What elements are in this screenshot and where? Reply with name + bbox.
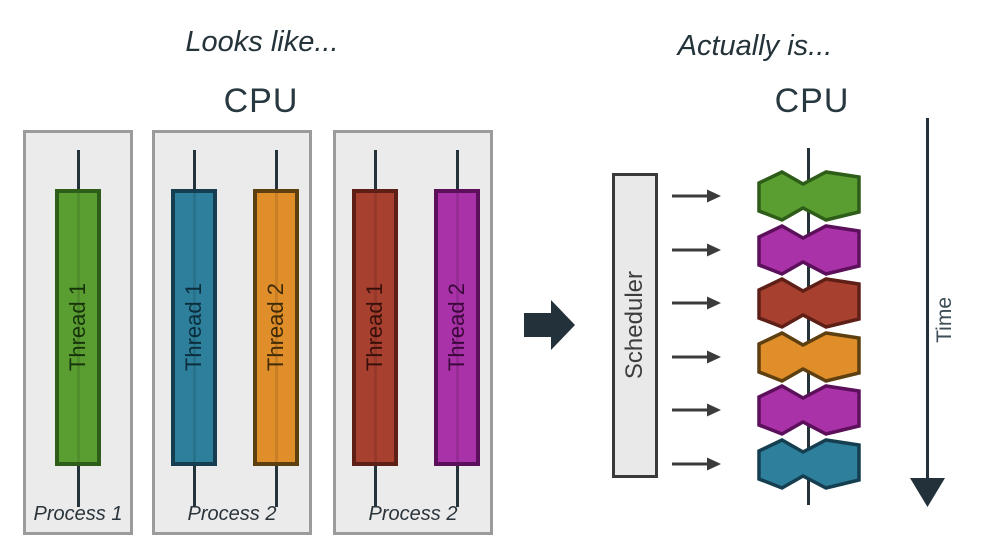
process-box: Thread 1 Process 1 (23, 130, 133, 535)
thread-column: Thread 1 (171, 133, 217, 513)
right-section-title: Actually is... (677, 30, 833, 62)
scheduler-arrow-icon (672, 403, 721, 417)
thread-line-bottom (76, 466, 80, 507)
thread-label: Thread 1 (362, 283, 387, 372)
thread-bar: Thread 1 (171, 189, 217, 466)
thread-line-top (274, 150, 278, 189)
thread-line-top (455, 150, 459, 189)
time-slice-orange (757, 330, 861, 383)
thread-label: Thread 1 (181, 283, 206, 372)
thread-column: Thread 1 (352, 133, 398, 513)
scheduler-arrow-icon (672, 457, 721, 470)
thread-label: Thread 1 (65, 283, 90, 372)
time-slice-red (757, 277, 861, 329)
process-label: Process 1 (33, 503, 123, 525)
thread-line-bottom (192, 466, 196, 507)
thread-line-bottom (274, 466, 278, 507)
thread-column: Thread 2 (434, 133, 480, 513)
cpu-timeline-line (807, 148, 810, 505)
thread-line-top (373, 150, 377, 189)
scheduler-arrow-icon (672, 243, 721, 256)
thread-bar: Thread 1 (352, 189, 398, 466)
thread-line-bottom (373, 466, 377, 507)
process-label: Process 2 (187, 503, 277, 525)
thread-column: Thread 2 (253, 133, 299, 513)
left-section-title: Looks like... (185, 26, 339, 58)
thread-label: Thread 2 (444, 283, 469, 372)
time-arrow-icon (910, 118, 945, 507)
time-slice-blue (757, 437, 861, 490)
process-box: Thread 1 Thread 2 Process 2 (152, 130, 312, 535)
scheduler-label: Scheduler (621, 271, 648, 380)
time-label-wrap: Time (933, 285, 957, 355)
transform-arrow-icon (524, 300, 575, 350)
thread-bar: Thread 2 (253, 189, 299, 466)
thread-line-bottom (455, 466, 459, 507)
time-label: Time (933, 297, 956, 343)
thread-bar: Thread 1 (55, 189, 101, 466)
cpu-label-right: CPU (774, 82, 850, 120)
time-slice-magenta (757, 223, 861, 276)
process-box: Thread 1 Thread 2 Process 2 (333, 130, 493, 535)
scheduler-box: Scheduler (612, 173, 658, 478)
time-slice-magenta (757, 384, 861, 436)
thread-line-top (76, 150, 80, 189)
thread-bar: Thread 2 (434, 189, 480, 466)
thread-column: Thread 1 (55, 133, 101, 513)
time-slice-green (757, 170, 861, 222)
thread-label: Thread 2 (263, 283, 288, 372)
cpu-label-left: CPU (223, 82, 299, 120)
thread-line-top (192, 150, 196, 189)
scheduler-arrow-icon (672, 350, 721, 363)
scheduler-arrow-icon (672, 296, 721, 310)
scheduler-arrow-icon (672, 189, 721, 203)
process-label: Process 2 (368, 503, 458, 525)
